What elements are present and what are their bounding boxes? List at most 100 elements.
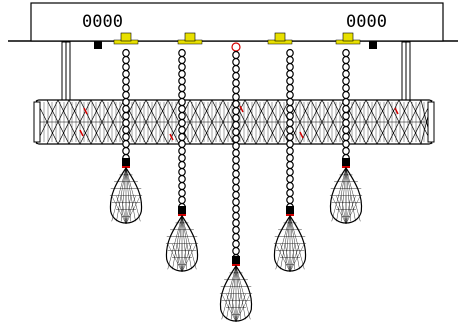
crystal-facet-line xyxy=(125,195,131,224)
chain-link xyxy=(342,76,350,86)
chain-link xyxy=(178,90,186,100)
crystal-facet-line xyxy=(285,215,291,270)
crystal-facet-line xyxy=(231,265,237,320)
crystal-facet-line xyxy=(289,215,305,270)
chain-link xyxy=(232,71,240,81)
chain-link xyxy=(232,64,240,74)
crystal-facet-line xyxy=(275,243,291,272)
canopy-label-left: 0000 xyxy=(82,12,123,32)
ceiling-hook xyxy=(267,32,293,45)
chain-link xyxy=(122,118,130,128)
crystal-facet-line xyxy=(235,265,251,320)
chain-link xyxy=(232,218,240,228)
crystal-facet-line xyxy=(125,195,136,224)
chain-link xyxy=(232,106,240,116)
chain-link xyxy=(232,232,240,242)
chain-4 xyxy=(286,48,294,212)
chain-link xyxy=(286,76,294,86)
chain-link xyxy=(286,167,294,177)
chain-link xyxy=(342,132,350,142)
chain-link xyxy=(286,139,294,149)
center-eyelet xyxy=(231,42,241,52)
chain-link xyxy=(232,113,240,123)
ceiling-hook xyxy=(113,32,139,45)
chain-link xyxy=(178,111,186,121)
crystal-facet-line xyxy=(235,293,246,322)
chain-link xyxy=(286,62,294,72)
crystal-facet-line xyxy=(177,243,183,272)
mount-block-left xyxy=(94,41,102,49)
pendant-cap xyxy=(232,256,240,264)
chain-link xyxy=(342,146,350,156)
chain-link xyxy=(286,188,294,198)
crystal-facet-line xyxy=(336,167,347,222)
crystal-facet-line xyxy=(345,167,361,222)
pendant-cap xyxy=(178,206,186,214)
chain-link xyxy=(342,83,350,93)
band-accent-mark xyxy=(169,133,174,141)
chain-link xyxy=(178,104,186,114)
crystal-facet-line xyxy=(345,195,361,224)
chain-link xyxy=(178,132,186,142)
chain-link xyxy=(286,104,294,114)
chain-link xyxy=(342,62,350,72)
crystal-facet-line xyxy=(181,243,192,272)
chain-link xyxy=(286,195,294,205)
chain-link xyxy=(122,125,130,135)
chain-link xyxy=(232,190,240,200)
chain-link xyxy=(122,139,130,149)
chain-link xyxy=(178,83,186,93)
chain-link xyxy=(178,195,186,205)
chain-link xyxy=(342,125,350,135)
chain-link xyxy=(232,239,240,249)
chain-link xyxy=(342,111,350,121)
chain-link xyxy=(286,153,294,163)
pendant-cap xyxy=(286,206,294,214)
chain-link xyxy=(122,48,130,58)
crystal-facet-line xyxy=(181,243,187,272)
ceiling-hook xyxy=(335,32,361,45)
chain-link xyxy=(286,146,294,156)
chain-link xyxy=(232,183,240,193)
crystal-facet-line xyxy=(111,195,127,224)
chain-3 xyxy=(232,50,240,263)
chain-link xyxy=(122,83,130,93)
chain-link xyxy=(232,99,240,109)
mount-block-right xyxy=(369,41,377,49)
chain-link xyxy=(286,48,294,58)
chain-link xyxy=(232,85,240,95)
chain-link xyxy=(232,134,240,144)
chain-link xyxy=(122,69,130,79)
crystal-facet-line xyxy=(280,243,291,272)
crystal-facet-line xyxy=(280,215,291,270)
crystal-facet-line xyxy=(336,195,347,224)
chain-1 xyxy=(122,48,130,163)
band-accent-mark xyxy=(79,129,84,137)
chain-link xyxy=(178,55,186,65)
hook-bracket xyxy=(342,32,354,42)
crystal-facet-line xyxy=(341,167,347,222)
crystal-facet-line xyxy=(116,167,127,222)
chain-link xyxy=(232,127,240,137)
support-post-right xyxy=(401,41,411,101)
chain-link xyxy=(178,125,186,135)
chain-link xyxy=(122,76,130,86)
crystal-facet-line xyxy=(345,195,351,224)
chain-link xyxy=(286,55,294,65)
band-accent-mark xyxy=(394,107,399,115)
chain-link xyxy=(178,97,186,107)
chain-link xyxy=(232,120,240,130)
chain-link xyxy=(286,181,294,191)
chain-link xyxy=(232,225,240,235)
chain-link xyxy=(232,197,240,207)
canopy-label-right: 0000 xyxy=(346,12,387,32)
band-end-cap-right xyxy=(427,101,435,143)
chain-link xyxy=(232,246,240,256)
hook-group xyxy=(113,32,361,52)
chain-link xyxy=(178,160,186,170)
crystal-facet-line xyxy=(221,265,237,320)
chain-link xyxy=(178,76,186,86)
chain-link xyxy=(178,146,186,156)
crystal-facet-line xyxy=(167,243,183,272)
chain-link xyxy=(232,141,240,151)
